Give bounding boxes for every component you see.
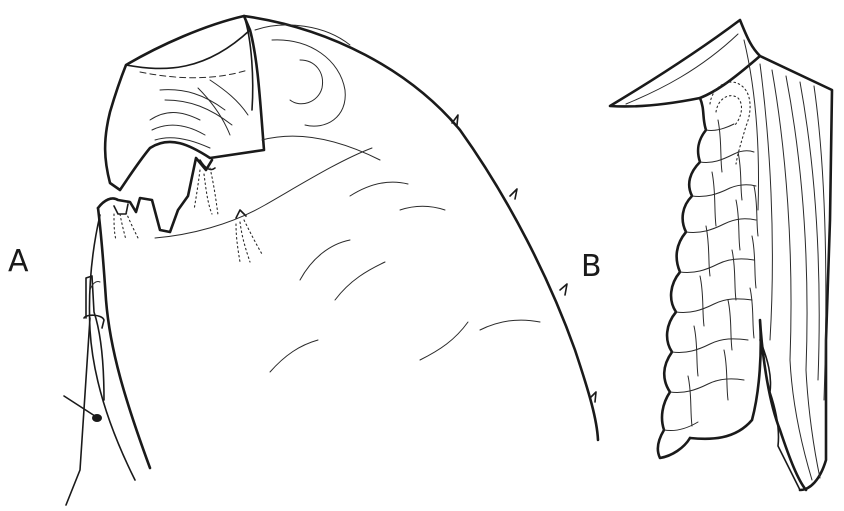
apex-lobe-inner	[626, 34, 738, 104]
dotted-loop-inner	[716, 96, 741, 126]
ray-dots-7	[120, 214, 126, 240]
outer-spine-2	[510, 189, 517, 199]
inner-line-1	[262, 136, 380, 160]
ray-dots-8	[126, 212, 138, 238]
ray-dots-9	[114, 214, 116, 240]
hood-arc-1	[272, 40, 345, 126]
inner-line-9	[400, 206, 445, 210]
vein-lines	[744, 40, 826, 480]
hood-striation-4	[198, 88, 230, 135]
inner-line-6	[480, 320, 540, 330]
hood-dashed-line	[140, 70, 248, 78]
right-outer-edge	[760, 56, 832, 490]
ray-dots-3	[194, 170, 200, 210]
hood-striation-5	[150, 113, 200, 121]
outer-body-contour	[244, 16, 598, 440]
hood-outline	[105, 16, 264, 190]
pin-head	[93, 415, 102, 422]
inner-line-7	[420, 322, 468, 360]
siphon-rod	[66, 318, 90, 505]
inner-line-5	[335, 262, 385, 300]
pin-shaft	[64, 396, 98, 418]
inner-line-8	[270, 340, 318, 372]
outer-spine-3	[560, 284, 567, 295]
hood-striation-6	[152, 125, 205, 135]
hood-arc-2	[290, 60, 323, 104]
panel-label-b: B	[581, 252, 602, 282]
ventral-edge-outer	[98, 208, 150, 468]
ray-dots-6	[236, 224, 240, 262]
ray-dots-2	[204, 174, 212, 214]
hood-striation-3	[210, 80, 248, 115]
mouth-outline	[98, 158, 212, 232]
ray-dots-5	[244, 220, 262, 254]
inner-line-3	[350, 182, 408, 196]
siphon-neck	[84, 315, 104, 328]
scalloped-left-edge	[658, 98, 706, 458]
apex-lobe	[610, 20, 760, 107]
ray-dots-1	[210, 168, 218, 215]
panel-a-drawing	[64, 16, 598, 505]
panel-b-drawing	[610, 20, 832, 490]
inner-line-4	[300, 240, 350, 280]
siphon-tip	[90, 281, 100, 290]
dotted-loop	[710, 82, 750, 164]
hood-inner-fold	[126, 30, 250, 68]
hood-inner-rim	[244, 16, 253, 110]
panel-label-a: A	[8, 247, 29, 277]
